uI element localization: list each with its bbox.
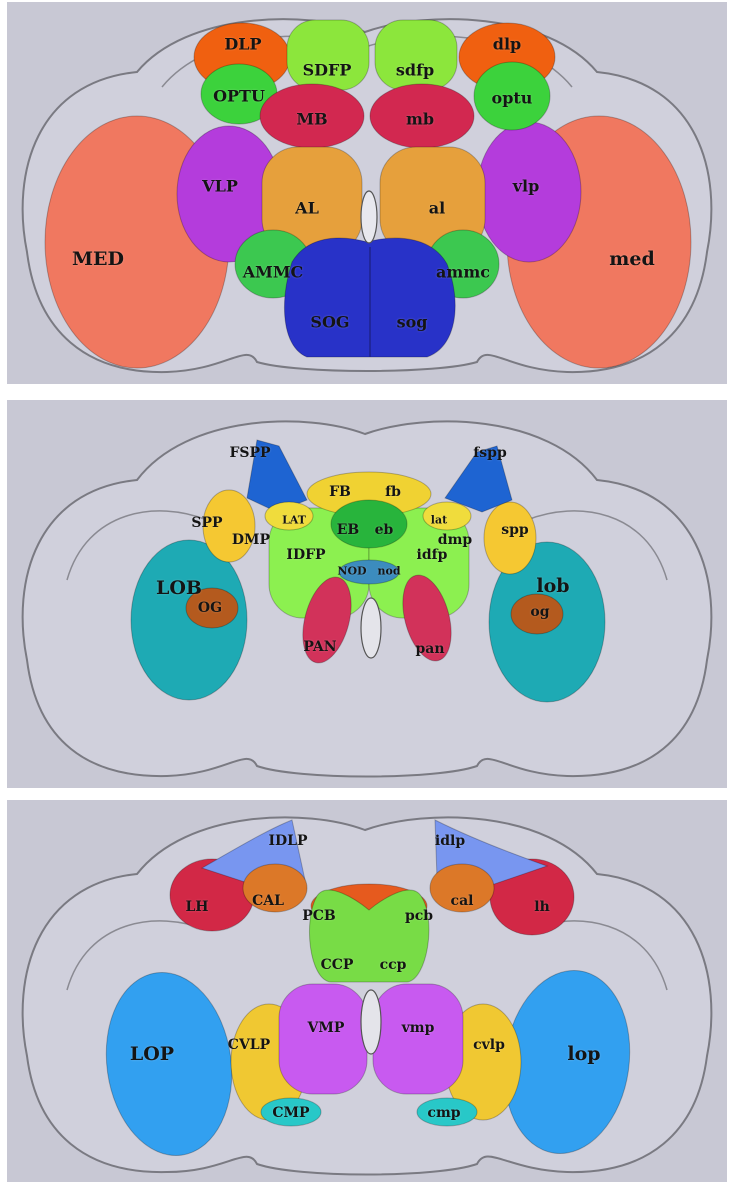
label-lob-right: lob <box>536 575 569 597</box>
midline-oval <box>361 990 381 1054</box>
label-fb-left: FB <box>329 484 351 500</box>
label-dmp-left: DMP <box>232 532 270 548</box>
sdfp-left <box>287 20 369 90</box>
brain-diagram-3 <box>7 800 727 1182</box>
label-vmp-left: VMP <box>308 1020 345 1036</box>
label-pan-left: PAN <box>303 639 336 655</box>
label-pcb-right: pcb <box>405 908 433 924</box>
label-vmp-right: vmp <box>402 1020 435 1036</box>
label-ammc-right: ammc <box>436 263 490 282</box>
label-ccp-right: ccp <box>380 957 407 973</box>
brain-panel-anterior: DLP dlp OPTU optu SDFP sdfp MB mb VLP vl… <box>7 2 727 384</box>
label-fb-right: fb <box>385 484 401 500</box>
label-cmp-right: cmp <box>427 1105 460 1121</box>
label-idlp-left: IDLP <box>268 833 307 849</box>
label-cmp-left: CMP <box>272 1105 309 1121</box>
label-spp-right: spp <box>501 522 528 538</box>
label-al-right: al <box>429 199 445 218</box>
label-lop-right: lop <box>567 1043 600 1065</box>
label-lat-right: lat <box>431 514 447 527</box>
label-lop-left: LOP <box>130 1043 174 1065</box>
label-og-right: og <box>530 604 549 620</box>
label-lat-left: LAT <box>282 514 306 527</box>
label-mb-right: mb <box>406 110 434 129</box>
label-dlp-left: DLP <box>224 35 261 54</box>
label-eb-left: EB <box>337 522 360 538</box>
brain-panel-middle: FSPP fspp FB fb SPP spp LAT lat EB eb DM… <box>7 400 727 788</box>
label-idfp-left: IDFP <box>286 547 325 563</box>
label-med-right: med <box>609 248 654 270</box>
label-mb-left: MB <box>296 110 327 129</box>
label-spp-left: SPP <box>191 515 222 531</box>
vmp-right <box>373 984 463 1094</box>
label-dlp-right: dlp <box>493 35 521 54</box>
brain-diagram-2 <box>7 400 727 788</box>
label-optu-left: OPTU <box>213 87 265 106</box>
label-sdfp-right: sdfp <box>396 61 434 80</box>
label-lh-right: lh <box>534 899 550 915</box>
label-cvlp-left: CVLP <box>228 1037 270 1053</box>
label-cal-right: cal <box>451 893 474 909</box>
label-dmp-right: dmp <box>438 532 472 548</box>
label-cal-left: CAL <box>252 893 284 909</box>
label-nod-right: nod <box>377 565 400 578</box>
label-vlp-right: vlp <box>513 177 540 196</box>
label-al-left: AL <box>295 199 319 218</box>
label-nod-left: NOD <box>337 565 366 578</box>
label-ccp-left: CCP <box>321 957 354 973</box>
label-med-left: MED <box>72 248 124 270</box>
label-idlp-right: idlp <box>435 833 465 849</box>
label-lh-left: LH <box>185 899 208 915</box>
midline-oval <box>361 191 377 243</box>
label-cvlp-right: cvlp <box>473 1037 505 1053</box>
label-lob-left: LOB <box>156 577 202 599</box>
label-sog-left: SOG <box>310 313 349 332</box>
label-idfp-right: idfp <box>417 547 448 563</box>
label-optu-right: optu <box>492 89 533 108</box>
label-vlp-left: VLP <box>202 177 238 196</box>
label-pcb-left: PCB <box>302 908 336 924</box>
label-eb-right: eb <box>375 522 394 538</box>
midline-oval <box>361 598 381 658</box>
spp-right <box>484 502 536 574</box>
vmp-left <box>279 984 367 1094</box>
label-pan-right: pan <box>415 641 444 657</box>
label-ammc-left: AMMC <box>243 263 304 282</box>
label-sog-right: sog <box>397 313 428 332</box>
brain-diagram-1 <box>7 2 727 384</box>
label-og-left: OG <box>198 600 222 616</box>
label-sdfp-left: SDFP <box>303 61 352 80</box>
label-fspp-right: fspp <box>473 445 506 461</box>
sdfp-right <box>375 20 457 90</box>
label-fspp-left: FSPP <box>229 445 270 461</box>
brain-panel-posterior: IDLP idlp LH lh CAL cal PCB pcb CCP ccp … <box>7 800 727 1182</box>
